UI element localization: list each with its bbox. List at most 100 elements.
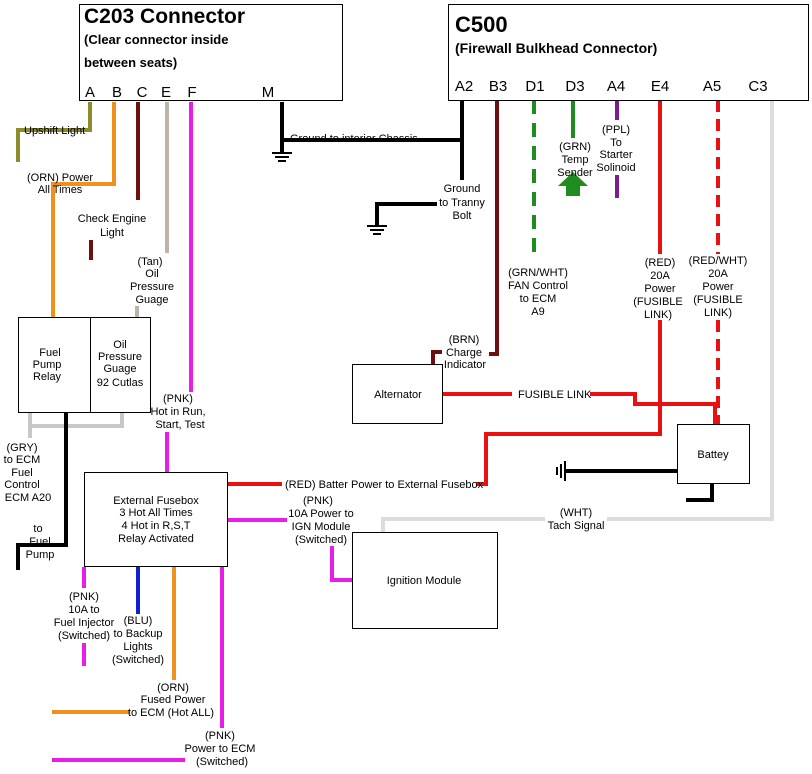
label-labels-pnk-injector-0: (PNK) — [69, 591, 99, 603]
wire-battery-ground — [566, 469, 714, 502]
label-labels-pnk-hot-2: Start, Test — [155, 419, 204, 431]
wire-upshift-light — [16, 102, 92, 162]
label-labels-grn-wht-fan-3: A9 — [531, 306, 544, 318]
label-labels-blu-backup-1: to Backup — [114, 628, 163, 640]
wire-pnk-ign-module — [330, 546, 355, 582]
c500-pin-d1: D1 — [525, 78, 544, 95]
label-labels-tan-oil-3: Guage — [135, 294, 168, 306]
c500-pin-a5: A5 — [703, 78, 721, 95]
label-labels-orn-fused-1: Fused Power — [141, 694, 206, 706]
c500-pin-a2: A2 — [455, 78, 473, 95]
label-labels-wht-tach-1: Tach Signal — [548, 520, 605, 532]
label-labels-ppl-starter-0: (PPL) — [602, 124, 630, 136]
c203-pin-a: A — [85, 84, 95, 101]
c500-pin-b3: B3 — [489, 78, 507, 95]
c500-pin-e4: E4 — [651, 78, 669, 95]
label-boxes-oil-gauge-3: 92 Cutlas — [97, 377, 144, 389]
wire-brn-charge — [489, 100, 499, 356]
ground-symbol-interior — [272, 152, 292, 162]
label-boxes-alternator: Alternator — [374, 389, 422, 401]
label-labels-check-engine-1: Light — [100, 227, 124, 239]
label-labels-pnk-injector-2: Fuel Injector — [54, 617, 115, 629]
c500-pin-a4: A4 — [607, 78, 625, 95]
label-labels-pnk-ecm-1: Power to ECM — [185, 743, 256, 755]
label-labels-blu-backup-3: (Switched) — [112, 654, 164, 666]
label-labels-to-fuel-pump-2: Pump — [26, 549, 55, 561]
c500-subtitle: (Firewall Bulkhead Connector) — [455, 40, 657, 56]
label-labels-gry-ecm-0: (GRY) — [7, 442, 38, 454]
label-labels-pnk-injector-1: 10A to — [68, 604, 99, 616]
wire-red-batter — [476, 404, 662, 486]
label-labels-gry-ecm-2: Fuel — [11, 467, 32, 479]
label-labels-pnk-ign-3: (Switched) — [295, 534, 347, 546]
label-labels-red-20a-0: (RED) — [645, 257, 676, 269]
label-labels-tan-oil-1: Oil — [145, 268, 158, 280]
label-labels-pnk-hot-0: (PNK) — [163, 393, 193, 405]
wire-labels: Upshift Light (ORN) Power All Times Chec… — [4, 124, 748, 768]
temp-sender-arrow-icon — [558, 172, 588, 196]
label-labels-pnk-ign-0: (PNK) — [303, 495, 333, 507]
label-labels-grn-temp-1: Temp — [562, 154, 589, 166]
label-labels-gry-ecm-3: Control — [4, 479, 39, 491]
label-boxes-fusebox-2: 4 Hot in R,S,T — [121, 520, 190, 532]
label-labels-red-wht-20a-1: 20A — [708, 268, 728, 280]
label-labels-brn-charge-2: Indicator — [444, 359, 487, 371]
ground-symbol-tranny — [367, 225, 387, 235]
label-labels-red-wht-20a-4: LINK) — [704, 307, 732, 319]
label-labels-tan-oil-2: Pressure — [130, 281, 174, 293]
label-labels-pnk-ecm-0: (PNK) — [205, 730, 235, 742]
label-labels-grn-wht-fan-1: FAN Control — [508, 280, 568, 292]
c203-subtitle-1: (Clear connector inside — [84, 32, 228, 47]
ground-symbol-battery — [556, 461, 566, 481]
label-labels-red-20a-4: LINK) — [644, 309, 672, 321]
label-boxes-fusebox-0: External Fusebox — [113, 495, 199, 507]
wires — [16, 100, 774, 762]
fuel-pump-relay-box: Fuel Pump Relay — [18, 317, 91, 413]
wire-fuel-pump — [16, 412, 68, 570]
label-labels-red-20a-2: Power — [644, 283, 676, 295]
label-labels-ppl-starter-1: To — [610, 137, 622, 149]
c203-pin-e: E — [161, 84, 171, 101]
c203-subtitle-2: between seats) — [84, 55, 177, 70]
label-labels-brn-charge-0: (BRN) — [449, 334, 480, 346]
label-labels-blu-backup-2: Lights — [123, 641, 153, 653]
label-boxes-fusebox-3: Relay Activated — [118, 533, 194, 545]
label-labels-gry-ecm-1: to ECM — [4, 454, 41, 466]
wire-fusible-link-b — [590, 392, 660, 406]
label-labels-grn-wht-fan-2: to ECM — [520, 293, 557, 305]
label-labels-red-wht-20a-2: Power — [702, 281, 734, 293]
label-boxes-fusebox-1: 3 Hot All Times — [119, 507, 193, 519]
wire-ground-tranny-bolt — [375, 202, 437, 225]
label-labels-ground-tranny-2: Bolt — [453, 210, 472, 222]
label-labels-pnk-ign-2: IGN Module — [292, 521, 351, 533]
c203-pin-m: M — [262, 84, 275, 101]
label-labels-orn-fused-2: to ECM (Hot ALL) — [128, 707, 214, 719]
label-labels-grn-temp-2: Sender — [557, 167, 593, 179]
label-labels-red-wht-20a-3: (FUSIBLE — [693, 294, 743, 306]
label-labels-pnk-injector-3: (Switched) — [58, 630, 110, 642]
c500-connector: C500 (Firewall Bulkhead Connector) A2 B3… — [448, 4, 809, 101]
label-boxes-oil-gauge-1: Pressure — [98, 351, 142, 363]
label-labels-orn-power-0: (ORN) Power — [27, 172, 93, 184]
label-boxes-ignition-module: Ignition Module — [387, 575, 462, 587]
label-labels-wht-tach-0: (WHT) — [560, 507, 592, 519]
label-labels-ground-interior: Ground to interior Chassis — [290, 133, 418, 145]
label-labels-orn-power-1: All Times — [38, 184, 83, 196]
c500-title: C500 — [455, 12, 508, 37]
label-boxes-fuel-pump-relay-0: Fuel — [39, 347, 60, 359]
label-labels-ppl-starter-2: Starter — [599, 149, 632, 161]
c500-pin-c3: C3 — [748, 78, 767, 95]
label-boxes-oil-gauge-0: Oil — [113, 339, 126, 351]
c500-pin-d3: D3 — [565, 78, 584, 95]
label-boxes-battery: Battey — [697, 449, 729, 461]
label-labels-grn-temp-0: (GRN) — [559, 141, 591, 153]
oil-pressure-gauge-box: Oil Pressure Guage 92 Cutlas — [90, 317, 151, 413]
c203-pin-b: B — [112, 84, 122, 101]
wire-orn-power — [51, 102, 116, 318]
label-labels-tan-oil-0: (Tan) — [137, 256, 162, 268]
c203-connector: C203 Connector (Clear connector inside b… — [79, 4, 343, 101]
wire-wht-tach — [607, 100, 774, 521]
label-boxes-fuel-pump-relay-2: Relay — [33, 371, 62, 383]
c203-pin-f: F — [187, 84, 196, 101]
label-labels-red-wht-20a-0: (RED/WHT) — [689, 255, 748, 267]
